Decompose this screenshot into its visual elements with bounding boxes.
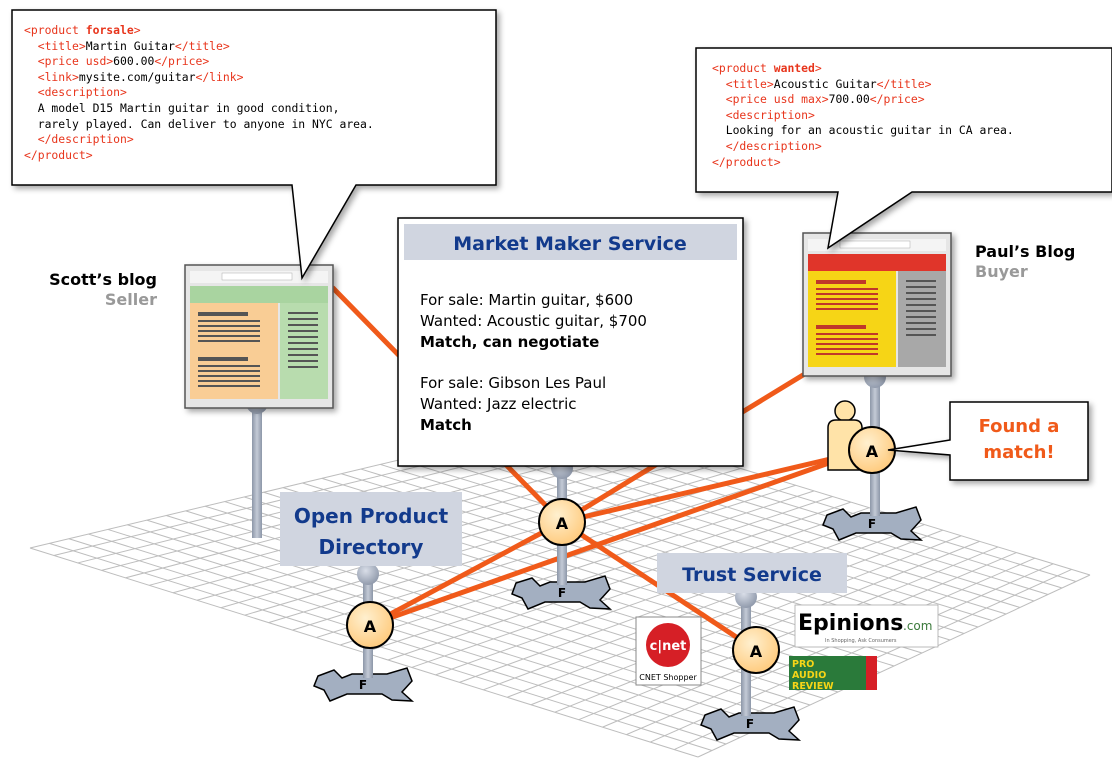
epinions-logo: Epinions .com In Shopping, Ask Consumers (794, 604, 939, 648)
listing-line: For sale: Gibson Les Paul (420, 374, 607, 392)
svg-text:AUDIO: AUDIO (792, 670, 826, 681)
agent-node[interactable] (346, 601, 394, 649)
code-line: </description> (725, 138, 822, 153)
directory-node: F A (313, 563, 415, 702)
buyer-xml-code: <product wanted> <title>Acoustic Guitar<… (712, 61, 1014, 170)
agent-label: A (750, 642, 763, 661)
foundation-label: F (746, 717, 754, 731)
link-directory-buyer-agent (367, 449, 863, 628)
trust-label-box (657, 553, 847, 593)
foundation-piece (700, 706, 802, 741)
link-marketmaker-directory (367, 519, 565, 628)
code-line: <title>Acoustic Guitar</title> (725, 76, 932, 91)
foundation-label: F (558, 586, 566, 600)
seller-name: Scott’s blog (49, 270, 157, 289)
code-line: </product> (24, 147, 93, 162)
marketmaker-node: F A (511, 457, 613, 610)
agent-node[interactable] (732, 626, 780, 674)
svg-text:CNET Shopper: CNET Shopper (639, 673, 697, 682)
callout-line1: Found a (979, 416, 1060, 437)
listing-line: Wanted: Acoustic guitar, $700 (420, 312, 647, 330)
buyer-node: F A (822, 366, 924, 541)
code-line: <description> (37, 85, 127, 100)
market-maker-listing-1: For sale: Martin guitar, $600 Wanted: Ac… (420, 290, 647, 353)
agent-label: A (556, 514, 569, 533)
cnet-logo: c|net CNET Shopper (635, 616, 702, 686)
seller-blog-thumbnail (184, 264, 334, 409)
code-line: <title>Martin Guitar</title> (37, 38, 230, 53)
listing-match: Match (420, 416, 472, 434)
foundation-piece (511, 575, 613, 610)
svg-text:.com: .com (903, 619, 932, 633)
agent-node[interactable] (538, 498, 586, 546)
code-line: Looking for an acoustic guitar in CA are… (712, 123, 1014, 138)
svg-text:c|net: c|net (650, 639, 687, 654)
directory-label-box (280, 492, 462, 566)
buyer-blog-thumbnail (802, 232, 952, 377)
svg-text:In Shopping, Ask Consumers: In Shopping, Ask Consumers (825, 638, 897, 644)
seller-role: Seller (105, 290, 157, 309)
foundation-label: F (868, 517, 876, 531)
foundation-piece (822, 506, 924, 541)
code-line: </product> (712, 154, 781, 169)
svg-text:Epinions: Epinions (798, 611, 903, 636)
code-line: <product wanted> (712, 61, 822, 75)
listing-line: Wanted: Jazz electric (420, 395, 577, 413)
svg-text:PRO: PRO (792, 659, 814, 670)
callout-line2: match! (983, 442, 1054, 463)
listing-line: For sale: Martin guitar, $600 (420, 291, 634, 309)
buyer-role: Buyer (975, 262, 1028, 281)
link-marketmaker-buyer-agent (559, 449, 863, 525)
agent-label: A (364, 617, 377, 636)
directory-line1: Open Product (294, 504, 449, 528)
svg-text:REVIEW: REVIEW (792, 681, 834, 692)
buyer-speech-bubble (695, 47, 1112, 250)
listing-match: Match, can negotiate (420, 333, 600, 351)
seller-xml-code: <product forsale> <title>Martin Guitar</… (24, 23, 374, 163)
code-line: <price usd max>700.00</price> (725, 92, 925, 107)
seller-speech-bubble (11, 9, 497, 281)
directory-line2: Directory (319, 535, 424, 559)
code-line: rarely played. Can deliver to anyone in … (24, 116, 374, 131)
trust-node: F A (700, 586, 802, 741)
agent-label: A (866, 442, 879, 461)
market-maker-listing-2: For sale: Gibson Les Paul Wanted: Jazz e… (420, 373, 606, 436)
pro-audio-review-logo: PRO AUDIO REVIEW (789, 656, 877, 692)
code-line: <price usd>600.00</price> (37, 54, 210, 69)
market-maker-header (404, 224, 737, 260)
code-line: <description> (725, 107, 815, 122)
buyer-name: Paul’s Blog (975, 242, 1075, 261)
trust-title: Trust Service (682, 564, 822, 586)
foundation-piece (313, 667, 415, 702)
found-match-callout (887, 401, 1089, 481)
code-line: <product forsale> (24, 23, 141, 37)
foundation-label: F (359, 678, 367, 692)
code-line: <link>mysite.com/guitar</link> (37, 69, 244, 84)
code-line: A model D15 Martin guitar in good condit… (24, 100, 340, 115)
market-maker-title: Market Maker Service (453, 233, 687, 255)
code-line: </description> (37, 132, 134, 147)
